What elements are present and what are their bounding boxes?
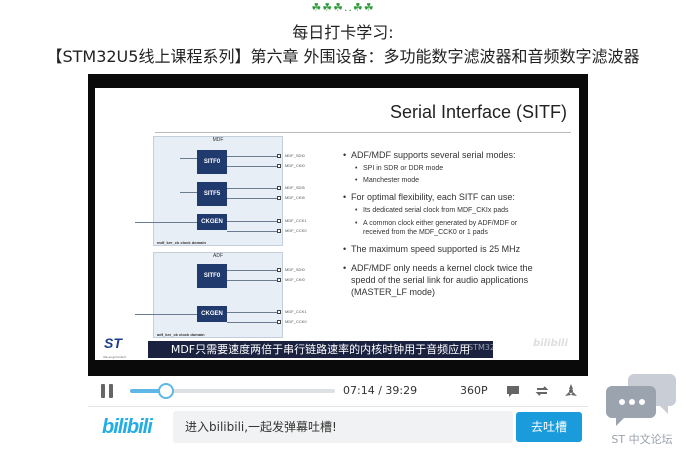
connector xyxy=(227,270,277,271)
video-screen[interactable]: Serial Interface (SITF) MDF SITF0 SITF5 … xyxy=(88,74,588,376)
forum-label: ST 中文论坛 xyxy=(611,433,673,446)
bilibili-logo[interactable]: bilibili xyxy=(102,416,153,438)
slide-title-rule xyxy=(155,132,571,133)
video-subtitle: MDF只需要速度两倍于串行链路速率的内核时钟用于音频应用 xyxy=(148,341,493,358)
send-danmaku-button[interactable]: 去吐槽 xyxy=(516,412,582,442)
danmaku-icon[interactable] xyxy=(505,383,521,399)
pause-icon[interactable] xyxy=(100,384,114,398)
connector xyxy=(227,312,277,313)
bullet-sub-item: •SPI in SDR or DDR mode xyxy=(355,165,444,172)
header-course-title: 【STM32U5线上课程系列】第六章 外围设备：多功能数字滤波器和音频数字滤波器 xyxy=(46,47,640,66)
forum-widget[interactable]: ST 中文论坛 xyxy=(604,370,680,450)
settings-icon[interactable] xyxy=(563,383,579,399)
connector xyxy=(180,158,197,159)
pin-label: MDF_CKI0 xyxy=(285,163,305,168)
pin-pad xyxy=(277,320,281,324)
connector xyxy=(227,221,277,222)
bottom-bar: bilibili 进入bilibili,一起发弹幕吐槽! 去吐槽 xyxy=(88,406,588,446)
mdf-ckgen-block: CKGEN xyxy=(197,214,227,230)
pin-label: MDF_CCK1 xyxy=(285,309,307,314)
bullet-item-continued: spedd of the serial link for audio appli… xyxy=(351,275,529,285)
connector xyxy=(227,198,277,199)
pin-pad xyxy=(277,219,281,223)
header-line-1: 每日打卡学习: xyxy=(292,23,394,42)
pin-label: MDF_CCK1 xyxy=(285,218,307,223)
bullet-item: •For optimal flexibility, each SITF can … xyxy=(343,192,515,202)
mdf-clock-domain: mdf_ker_ck clock domain xyxy=(157,240,206,245)
connector xyxy=(227,280,277,281)
bullet-item: •ADF/MDF supports several serial modes: xyxy=(343,150,516,160)
adf-sitf0-block: SITF0 xyxy=(197,264,227,288)
st-logo-tagline: life.augmented xyxy=(103,355,126,359)
progress-fill xyxy=(130,389,167,393)
pin-label: MDF_CCK0 xyxy=(285,319,307,324)
pin-label: MDF_CKI5 xyxy=(285,195,305,200)
loop-icon[interactable] xyxy=(534,383,550,399)
mdf-sitf0-block: SITF0 xyxy=(197,150,227,174)
pin-pad xyxy=(277,278,281,282)
current-time: 07:14 xyxy=(343,384,375,397)
header-decoration: ☘☘☘..☘☘ xyxy=(311,1,375,14)
quality-selector[interactable]: 360P xyxy=(460,384,488,397)
presentation-slide: Serial Interface (SITF) MDF SITF0 SITF5 … xyxy=(95,88,579,360)
st-logo: ST xyxy=(104,335,122,351)
adf-clock-domain: adf_ker_ck clock domain xyxy=(157,332,205,337)
video-player[interactable]: Serial Interface (SITF) MDF SITF0 SITF5 … xyxy=(88,74,588,406)
channel-watermark: STM32单片机 xyxy=(468,343,520,352)
time-display: 07:14 / 39:29 xyxy=(343,384,417,397)
pin-pad xyxy=(277,310,281,314)
pin-label: MDF_CCK0 xyxy=(285,228,307,233)
time-separator: / xyxy=(378,384,382,397)
progress-handle[interactable] xyxy=(158,383,175,399)
adf-label: ADF xyxy=(213,253,223,259)
bullet-item-continued: (MASTER_LF mode) xyxy=(351,287,436,297)
pin-pad xyxy=(277,154,281,158)
connector xyxy=(227,188,277,189)
bullet-sub-item: received from the MDF_CCK0 or 1 pads xyxy=(363,229,488,236)
mdf-sitf5-block: SITF5 xyxy=(197,182,227,206)
bullet-sub-item: •Its dedicated serial clock from MDF_CKI… xyxy=(355,207,509,214)
bullet-item: •The maximum speed supported is 25 MHz xyxy=(343,244,521,254)
danmaku-input[interactable]: 进入bilibili,一起发弹幕吐槽! xyxy=(173,411,513,443)
connector xyxy=(227,322,277,323)
pin-label: MDF_CKI0 xyxy=(285,277,305,282)
pin-label: MDF_SDI5 xyxy=(285,185,305,190)
progress-bar[interactable] xyxy=(130,389,335,393)
pin-pad xyxy=(277,229,281,233)
bilibili-watermark: bilibili xyxy=(533,338,568,349)
chat-bubbles-icon xyxy=(606,374,676,426)
slide-title: Serial Interface (SITF) xyxy=(389,102,567,122)
connector xyxy=(227,231,277,232)
connector xyxy=(135,314,197,315)
connector xyxy=(135,222,197,223)
bullet-sub-item: •Manchester mode xyxy=(355,177,420,184)
pin-pad xyxy=(277,196,281,200)
pin-pad xyxy=(277,268,281,272)
total-time: 39:29 xyxy=(385,384,418,397)
adf-ckgen-block: CKGEN xyxy=(197,306,227,322)
mdf-label: MDF xyxy=(212,137,224,143)
bullet-item: •ADF/MDF only needs a kernel clock twice… xyxy=(343,263,533,273)
connector xyxy=(180,192,197,193)
connector xyxy=(227,166,277,167)
pin-pad xyxy=(277,164,281,168)
pin-pad xyxy=(277,186,281,190)
pin-label: MDF_SDI0 xyxy=(285,153,305,158)
connector xyxy=(227,156,277,157)
player-controls: 07:14 / 39:29 360P xyxy=(88,376,588,406)
bullet-sub-item: •A common clock either generated by ADF/… xyxy=(355,220,518,227)
pin-label: MDF_SDI0 xyxy=(285,267,305,272)
